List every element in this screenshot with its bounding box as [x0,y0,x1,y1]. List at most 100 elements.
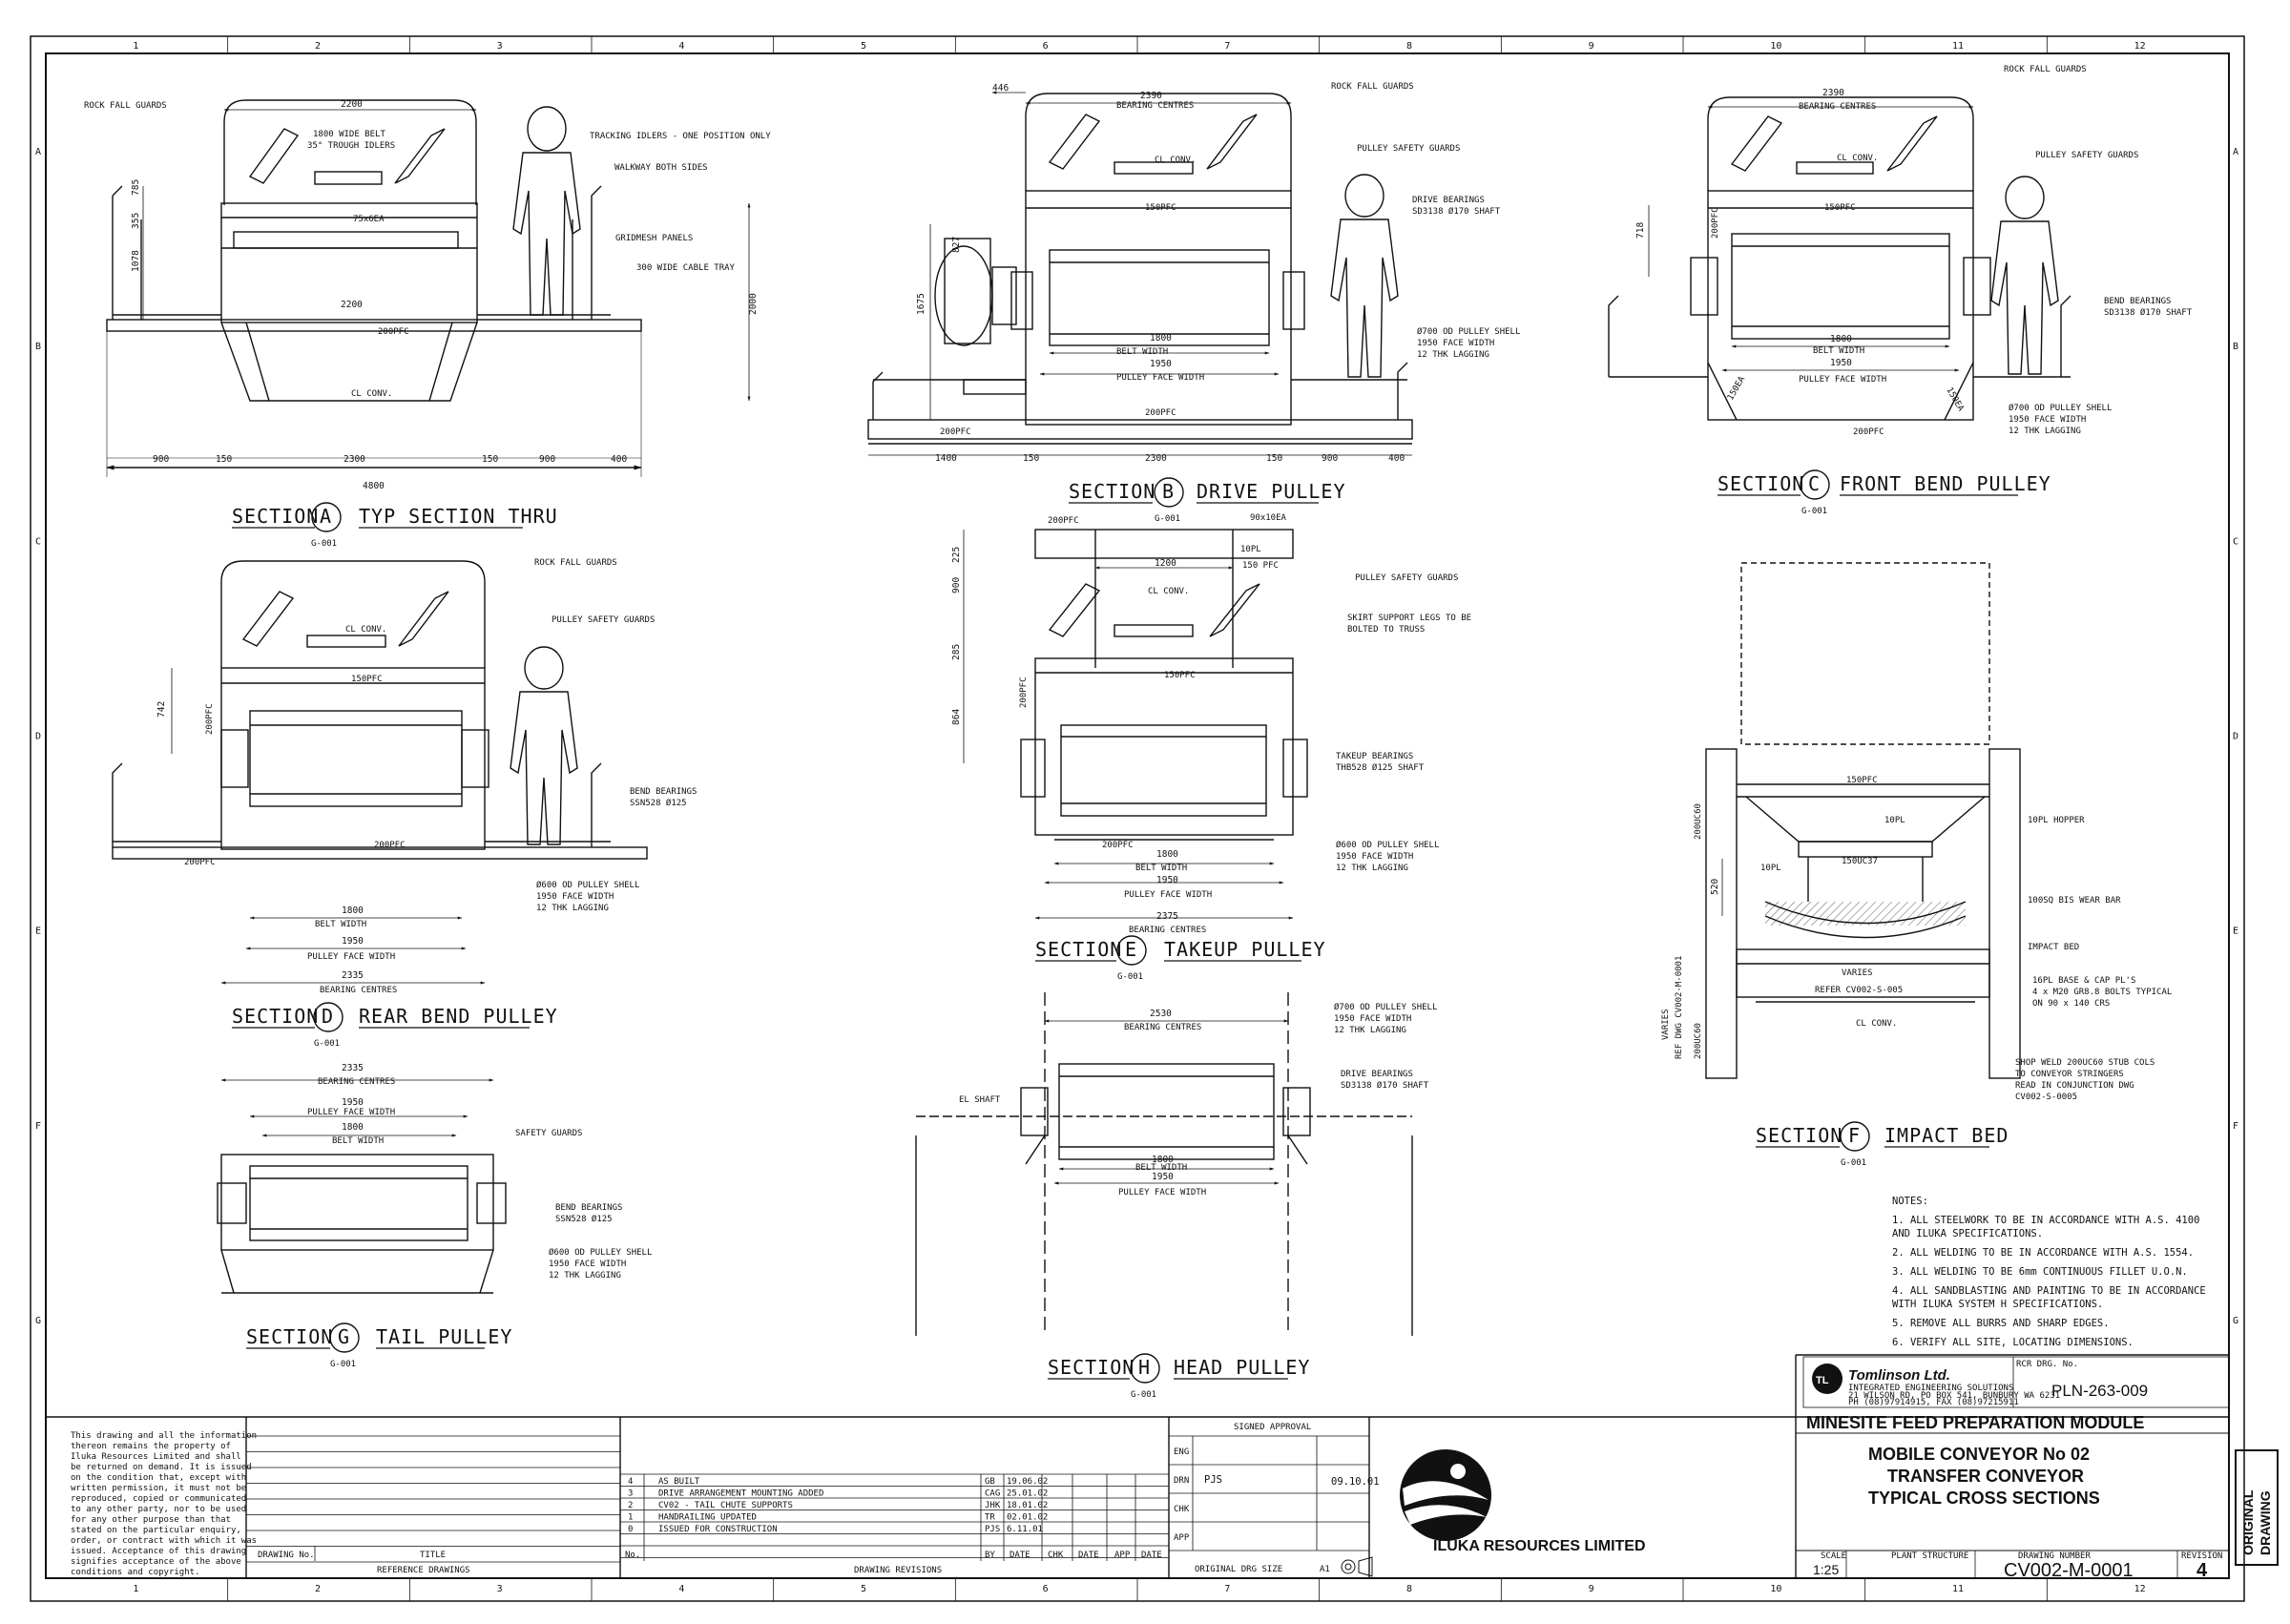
svg-text:READ IN CONJUNCTION DWG: READ IN CONJUNCTION DWG [2015,1081,2134,1091]
svg-text:SD3138 Ø170 SHAFT: SD3138 Ø170 SHAFT [1341,1080,1429,1091]
svg-text:REAR BEND PULLEY: REAR BEND PULLEY [359,1005,558,1028]
svg-text:Tomlinson Ltd.: Tomlinson Ltd. [1848,1367,1950,1384]
reference-drawings-table: DRAWING No. TITLE REFERENCE DRAWINGS [246,1435,620,1575]
drawing-number: CV002-M-0001 [2004,1560,2134,1581]
svg-text:THB528 Ø125 SHAFT: THB528 Ø125 SHAFT [1336,762,1425,773]
svg-text:1950: 1950 [1156,875,1178,885]
svg-text:BELT WIDTH: BELT WIDTH [332,1136,384,1146]
section-e-title[interactable]: SECTION E G-001 TAKEUP PULLEY [1035,935,1326,982]
svg-text:DRAWING REVISIONS: DRAWING REVISIONS [854,1566,942,1575]
svg-text:10PL: 10PL [1760,864,1781,873]
svg-text:900: 900 [539,454,555,465]
svg-text:Ø600 OD PULLEY SHELL: Ø600 OD PULLEY SHELL [1336,840,1439,850]
svg-text:200PFC: 200PFC [1048,516,1079,526]
svg-text:G-001: G-001 [1841,1158,1866,1168]
svg-text:2300: 2300 [344,454,365,465]
title-line-1: MOBILE CONVEYOR No 02 [1868,1445,2090,1464]
zone-col-label: 3 [497,41,503,52]
svg-text:PULLEY FACE WIDTH: PULLEY FACE WIDTH [307,952,395,962]
svg-text:BEND BEARINGS: BEND BEARINGS [555,1203,622,1213]
section-g-title[interactable]: SECTION G G-001 TAIL PULLEY [246,1322,512,1369]
third-angle-projection-icon [1341,1556,1373,1577]
svg-text:ROCK FALL GUARDS: ROCK FALL GUARDS [534,558,617,568]
svg-text:BELT WIDTH: BELT WIDTH [315,920,366,929]
svg-text:1200: 1200 [1155,558,1176,569]
revision-cell: 2 [628,1501,633,1510]
svg-text:NOTES:: NOTES: [1892,1196,1928,1207]
svg-text:150: 150 [482,454,498,465]
svg-text:1800: 1800 [342,906,364,916]
svg-text:to any other party, nor to be: to any other party, nor to be used [71,1505,246,1514]
section-h-title[interactable]: SECTION H G-001 HEAD PULLEY [1048,1353,1310,1400]
svg-text:150EA: 150EA [1944,386,1965,414]
svg-text:2390: 2390 [1822,88,1844,98]
zone-col-label: 7 [1224,41,1230,52]
zone-col-label: 1 [133,41,138,52]
svg-text:reproduced, copied or communic: reproduced, copied or communicated [71,1494,246,1504]
svg-text:355: 355 [131,213,141,229]
svg-text:12 THK LAGGING: 12 THK LAGGING [549,1271,621,1280]
svg-text:2335: 2335 [342,1063,364,1073]
svg-text:WALKWAY BOTH SIDES: WALKWAY BOTH SIDES [614,163,708,173]
svg-text:CL CONV.: CL CONV. [1856,1019,1897,1029]
svg-text:WITH ILUKA SYSTEM H SPECIFICAT: WITH ILUKA SYSTEM H SPECIFICATIONS. [1892,1299,2103,1310]
revision-cell: GB [985,1477,995,1487]
svg-text:G-001: G-001 [314,1039,340,1049]
svg-text:G-001: G-001 [330,1360,356,1369]
svg-text:PH (08)97914915, FAX (08)97215: PH (08)97914915, FAX (08)97215911 [1848,1398,2019,1407]
svg-text:150UC37: 150UC37 [1842,857,1878,866]
section-c-title[interactable]: SECTION C G-001 FRONT BEND PULLEY [1718,469,2051,516]
svg-text:285: 285 [951,644,962,660]
zone-col-label: 12 [2134,41,2146,52]
zone-col-label: 6 [1043,1584,1049,1594]
svg-text:1950: 1950 [1150,359,1172,369]
revision-cell: 3 [628,1489,633,1499]
svg-text:BY: BY [985,1551,995,1560]
section-b-title[interactable]: SECTION B G-001 DRIVE PULLEY [1069,477,1346,524]
svg-text:G-001: G-001 [1131,1390,1156,1400]
svg-text:PULLEY FACE WIDTH: PULLEY FACE WIDTH [1118,1188,1206,1197]
svg-text:1800: 1800 [342,1122,364,1133]
svg-text:SHOP WELD 200UC60 STUB COLS: SHOP WELD 200UC60 STUB COLS [2015,1058,2155,1068]
svg-text:2200: 2200 [341,99,363,110]
svg-text:PLANT STRUCTURE: PLANT STRUCTURE [1891,1551,1968,1561]
svg-text:150: 150 [1266,453,1282,464]
section-a-title[interactable]: SECTION A G-001 TYP SECTION THRU [232,502,558,549]
svg-text:1800: 1800 [1150,333,1172,344]
svg-text:issued. Acceptance of this dra: issued. Acceptance of this drawing [71,1547,246,1556]
svg-text:SKIRT SUPPORT LEGS TO BE: SKIRT SUPPORT LEGS TO BE [1347,614,1471,623]
svg-text:ON 90 x 140 CRS: ON 90 x 140 CRS [2032,999,2110,1009]
svg-text:SCALE: SCALE [1821,1551,1846,1561]
svg-text:for any other purpose than tha: for any other purpose than that [71,1515,231,1525]
svg-text:09.10.01: 09.10.01 [1331,1476,1380,1488]
svg-text:DRN: DRN [1174,1476,1189,1486]
consultant-block: TL Tomlinson Ltd. INTEGRATED ENGINEERING… [1802,1356,2230,1408]
section-h-text: 2530 BEARING CENTRES Ø700 OD PULLEY SHEL… [959,1002,1437,1197]
svg-text:CL CONV.: CL CONV. [351,389,392,399]
svg-text:1800: 1800 [1156,849,1178,860]
zone-row-label: G [2233,1316,2238,1326]
svg-text:200PFC: 200PFC [378,327,409,337]
iluka-logo [1400,1449,1491,1541]
svg-text:SECTION: SECTION [232,505,319,528]
svg-text:1800: 1800 [1152,1155,1174,1165]
svg-text:BOLTED TO TRUSS: BOLTED TO TRUSS [1347,625,1425,635]
zone-col-label: 10 [1770,41,1781,52]
general-notes: NOTES: 1. ALL STEELWORK TO BE IN ACCORDA… [1892,1196,2206,1348]
svg-text:CHK: CHK [1174,1505,1190,1514]
svg-text:12 THK LAGGING: 12 THK LAGGING [1334,1026,1406,1035]
section-f-title[interactable]: SECTION F G-001 IMPACT BED [1756,1121,2009,1168]
zone-col-label: 4 [678,1584,684,1594]
signed-approval-block: SIGNED APPROVAL ENG DRN CHK APP PJS 09.1… [1169,1423,1380,1574]
svg-text:1950 FACE WIDTH: 1950 FACE WIDTH [1336,852,1413,862]
copyright-disclaimer: This drawing and all the information the… [71,1431,257,1577]
svg-text:DATE: DATE [1078,1551,1099,1560]
tomlinson-logo: TL [1812,1364,1842,1394]
svg-text:200PFC: 200PFC [1145,408,1176,418]
section-d-title[interactable]: SECTION D G-001 REAR BEND PULLEY [232,1002,558,1049]
svg-text:300 WIDE CABLE TRAY: 300 WIDE CABLE TRAY [636,263,736,273]
zone-col-label: 9 [1589,1584,1594,1594]
svg-text:CL CONV.: CL CONV. [345,625,386,635]
svg-text:DRAWING NUMBER: DRAWING NUMBER [2018,1551,2091,1561]
svg-text:BELT WIDTH: BELT WIDTH [1116,347,1168,357]
